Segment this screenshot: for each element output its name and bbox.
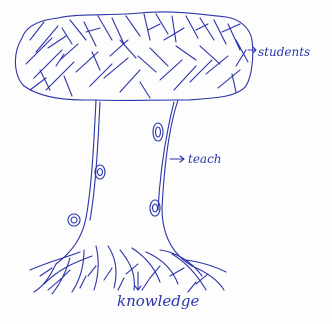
label-students: students [258, 46, 310, 58]
label-teach: teach [188, 153, 222, 165]
tree-roots-icon [30, 246, 226, 294]
tree-trunk-icon [56, 100, 192, 266]
arrow-to-students [248, 47, 256, 53]
tree-crown-icon [15, 12, 252, 101]
label-knowledge: knowledge [117, 294, 199, 309]
arrow-to-knowledge [135, 272, 141, 290]
arrow-to-teach [170, 156, 184, 162]
